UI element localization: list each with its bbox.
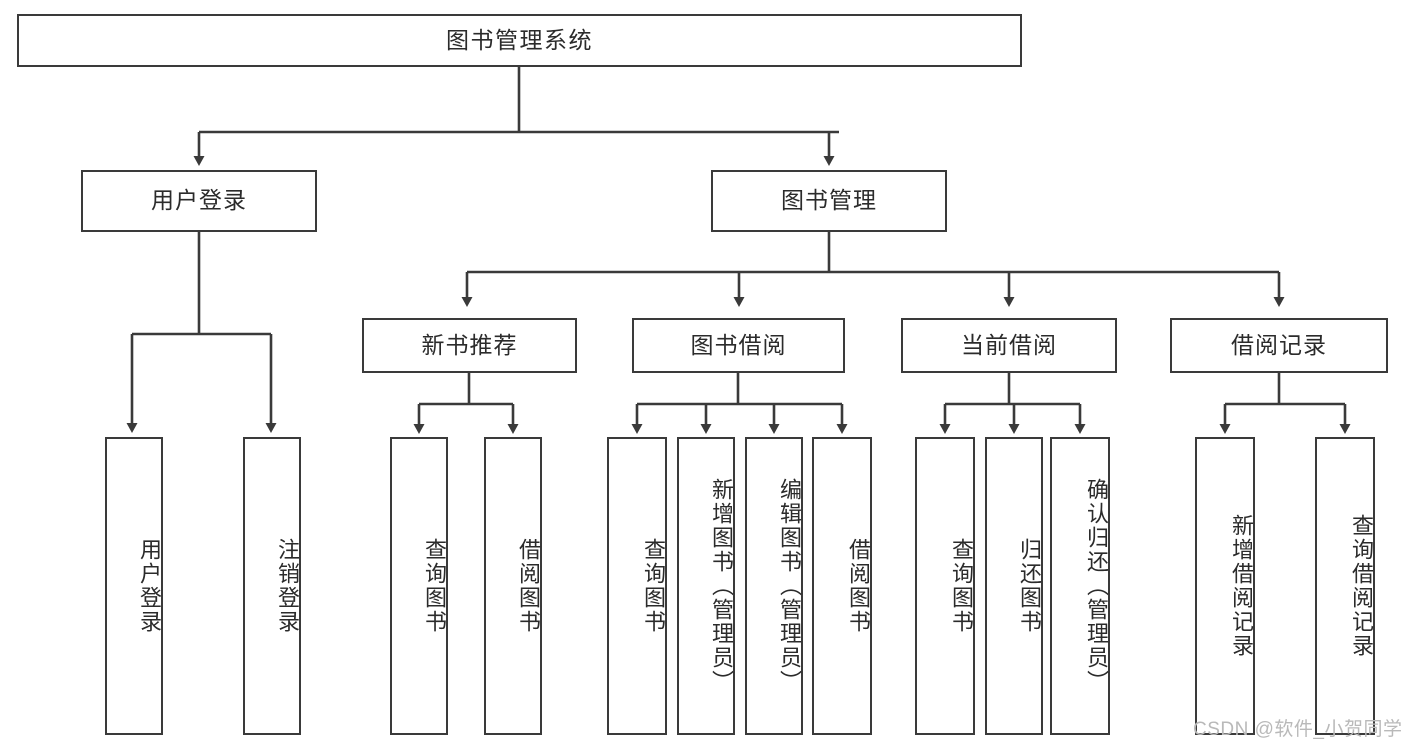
leaf-borrow-borrow-book[interactable]: 借阅图书 — [812, 437, 872, 735]
node-new-book-recommend[interactable]: 新书推荐 — [362, 318, 577, 373]
leaf-label: 用户登录 — [137, 538, 162, 634]
leaf-label: 新增图书（管理员） — [709, 478, 734, 694]
leaf-borrow-edit-book-admin[interactable]: 编辑图书（管理员） — [745, 437, 803, 735]
node-user-login[interactable]: 用户登录 — [81, 170, 317, 232]
leaf-label: 查询借阅记录 — [1349, 514, 1374, 658]
leaf-label: 查询图书 — [641, 538, 666, 634]
leaf-recommend-query-book[interactable]: 查询图书 — [390, 437, 448, 735]
leaf-label: 借阅图书 — [846, 538, 871, 634]
leaf-borrow-query-book[interactable]: 查询图书 — [607, 437, 667, 735]
leaf-recommend-borrow-book[interactable]: 借阅图书 — [484, 437, 542, 735]
leaf-label: 确认归还（管理员） — [1084, 478, 1109, 694]
node-book-borrow[interactable]: 图书借阅 — [632, 318, 845, 373]
leaf-record-query-record[interactable]: 查询借阅记录 — [1315, 437, 1375, 735]
leaf-user-login-signout[interactable]: 注销登录 — [243, 437, 301, 735]
leaf-label: 新增借阅记录 — [1229, 514, 1254, 658]
node-current-borrow[interactable]: 当前借阅 — [901, 318, 1117, 373]
watermark-credit: CSDN @软件_小贺同学 — [1193, 719, 1403, 740]
leaf-current-return-book[interactable]: 归还图书 — [985, 437, 1043, 735]
leaf-label: 借阅图书 — [516, 538, 541, 634]
node-root-system[interactable]: 图书管理系统 — [17, 14, 1022, 67]
leaf-current-query-book[interactable]: 查询图书 — [915, 437, 975, 735]
node-borrow-record[interactable]: 借阅记录 — [1170, 318, 1388, 373]
leaf-user-login-signin[interactable]: 用户登录 — [105, 437, 163, 735]
leaf-record-add-record[interactable]: 新增借阅记录 — [1195, 437, 1255, 735]
node-book-management[interactable]: 图书管理 — [711, 170, 947, 232]
leaf-label: 归还图书 — [1017, 538, 1042, 634]
leaf-borrow-add-book-admin[interactable]: 新增图书（管理员） — [677, 437, 735, 735]
leaf-label: 编辑图书（管理员） — [777, 478, 802, 694]
leaf-label: 查询图书 — [422, 538, 447, 634]
leaf-label: 查询图书 — [949, 538, 974, 634]
leaf-current-confirm-return-admin[interactable]: 确认归还（管理员） — [1050, 437, 1110, 735]
leaf-label: 注销登录 — [275, 538, 300, 634]
